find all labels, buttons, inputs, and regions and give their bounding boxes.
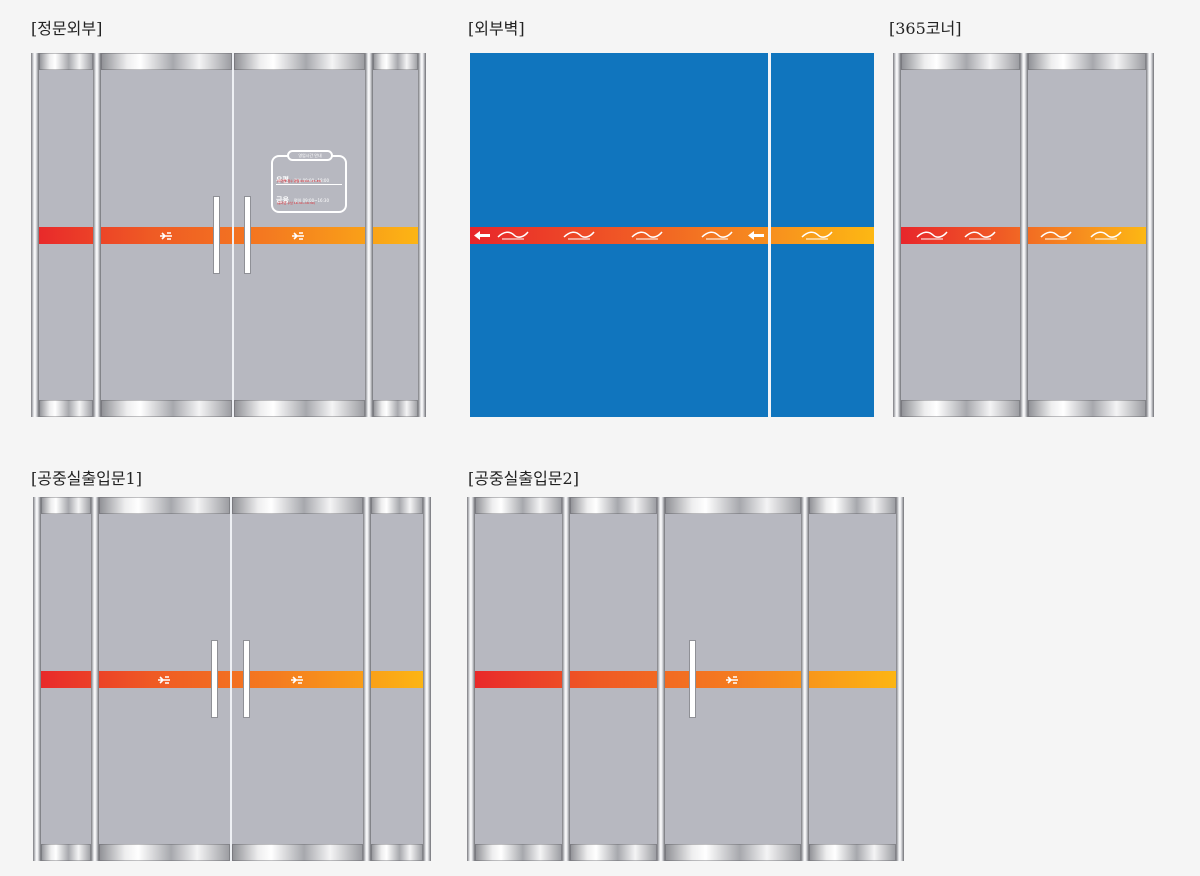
- bottom-rail: [373, 400, 418, 417]
- color-stripe: [467, 671, 904, 688]
- slogan-script-icon: [916, 231, 948, 240]
- bottom-rail: [99, 844, 230, 861]
- bottom-rail: [809, 844, 896, 861]
- sign-heading: 영업시간 안내: [287, 150, 333, 161]
- arrow-left-icon: [474, 231, 490, 240]
- postal-logo-icon: [291, 676, 303, 684]
- title-exterior-wall: [외부벽]: [468, 19, 525, 38]
- top-rail: [39, 53, 93, 70]
- top-rail: [232, 497, 363, 514]
- frame-post: [31, 53, 39, 417]
- color-stripe: [470, 227, 874, 244]
- frame-post: [801, 497, 809, 861]
- postal-label: 우편: [276, 176, 289, 184]
- top-rail: [99, 497, 230, 514]
- frame-post: [467, 497, 475, 861]
- bottom-rail: [234, 400, 365, 417]
- title-public-entrance-2: [공중실출입문2]: [468, 469, 579, 488]
- postal-logo-icon: [158, 676, 170, 684]
- top-rail: [901, 53, 1020, 70]
- top-rail: [475, 497, 562, 514]
- main-entrance-panel: [31, 53, 426, 417]
- frame-post: [363, 497, 371, 861]
- frame-post: [91, 497, 99, 861]
- public-entrance-2-panel: [467, 497, 904, 861]
- frame-post: [423, 497, 431, 861]
- frame-post: [418, 53, 426, 417]
- frame-post: [562, 497, 570, 861]
- bottom-rail: [665, 844, 801, 861]
- bottom-rail: [101, 400, 232, 417]
- public-entrance-1-panel: [33, 497, 431, 861]
- door-handle[interactable]: [213, 196, 220, 274]
- exterior-wall-panel: [470, 53, 874, 417]
- arrow-left-icon: [748, 231, 764, 240]
- bottom-rail: [1028, 400, 1146, 417]
- slogan-script-icon: [563, 231, 595, 240]
- color-stripe: [33, 671, 431, 688]
- bottom-rail: [39, 400, 93, 417]
- slogan-script-icon: [801, 231, 833, 240]
- bottom-rail: [232, 844, 363, 861]
- slogan-script-icon: [964, 231, 996, 240]
- door-handle[interactable]: [243, 640, 250, 718]
- slogan-script-icon: [701, 231, 733, 240]
- title-365-corner: [365코너]: [889, 19, 962, 38]
- finance-note: (공과금 수납 16:30~16:30): [277, 201, 315, 205]
- top-rail: [234, 53, 365, 70]
- frame-post: [896, 497, 904, 861]
- door-split: [232, 53, 234, 417]
- postal-note: (우편물 접수 평일 09:00~17:30): [277, 179, 322, 183]
- frame-post: [365, 53, 373, 417]
- postal-logo-icon: [160, 232, 172, 240]
- top-rail: [809, 497, 896, 514]
- title-public-entrance-1: [공중실출입문1]: [31, 469, 142, 488]
- slogan-script-icon: [1040, 231, 1072, 240]
- top-rail: [570, 497, 657, 514]
- bottom-rail: [570, 844, 657, 861]
- slogan-script-icon: [1090, 231, 1122, 240]
- postal-logo-icon: [726, 676, 738, 684]
- sign-divider: [276, 184, 342, 185]
- top-rail: [1028, 53, 1146, 70]
- slogan-script-icon: [497, 231, 529, 240]
- frame-post: [33, 497, 41, 861]
- finance-label: 금융: [276, 196, 289, 204]
- frame-post: [93, 53, 101, 417]
- bottom-rail: [475, 844, 562, 861]
- door-handle[interactable]: [211, 640, 218, 718]
- bottom-rail: [41, 844, 91, 861]
- corner-365-panel: [893, 53, 1154, 417]
- title-main-entrance: [정문외부]: [31, 19, 103, 38]
- top-rail: [373, 53, 418, 70]
- frame-post: [657, 497, 665, 861]
- door-split: [230, 497, 232, 861]
- door-handle[interactable]: [244, 196, 251, 274]
- wall-split: [768, 53, 771, 417]
- frame-post: [893, 53, 901, 417]
- frame-post: [1146, 53, 1154, 417]
- top-rail: [101, 53, 232, 70]
- top-rail: [371, 497, 423, 514]
- postal-hours: 평일 09:00~18:00: [293, 178, 330, 183]
- business-hours-sign: 영업시간 안내 우편 평일 09:00~18:00 (우편물 접수 평일 09:…: [271, 150, 347, 213]
- door-handle[interactable]: [689, 640, 696, 718]
- frame-post: [1020, 53, 1028, 417]
- finance-hours: 평일 09:00~16:30: [293, 198, 330, 203]
- color-stripe: [31, 227, 426, 244]
- top-rail: [41, 497, 91, 514]
- top-rail: [665, 497, 801, 514]
- bottom-rail: [901, 400, 1020, 417]
- slogan-script-icon: [631, 231, 663, 240]
- bottom-rail: [371, 844, 423, 861]
- postal-logo-icon: [292, 232, 304, 240]
